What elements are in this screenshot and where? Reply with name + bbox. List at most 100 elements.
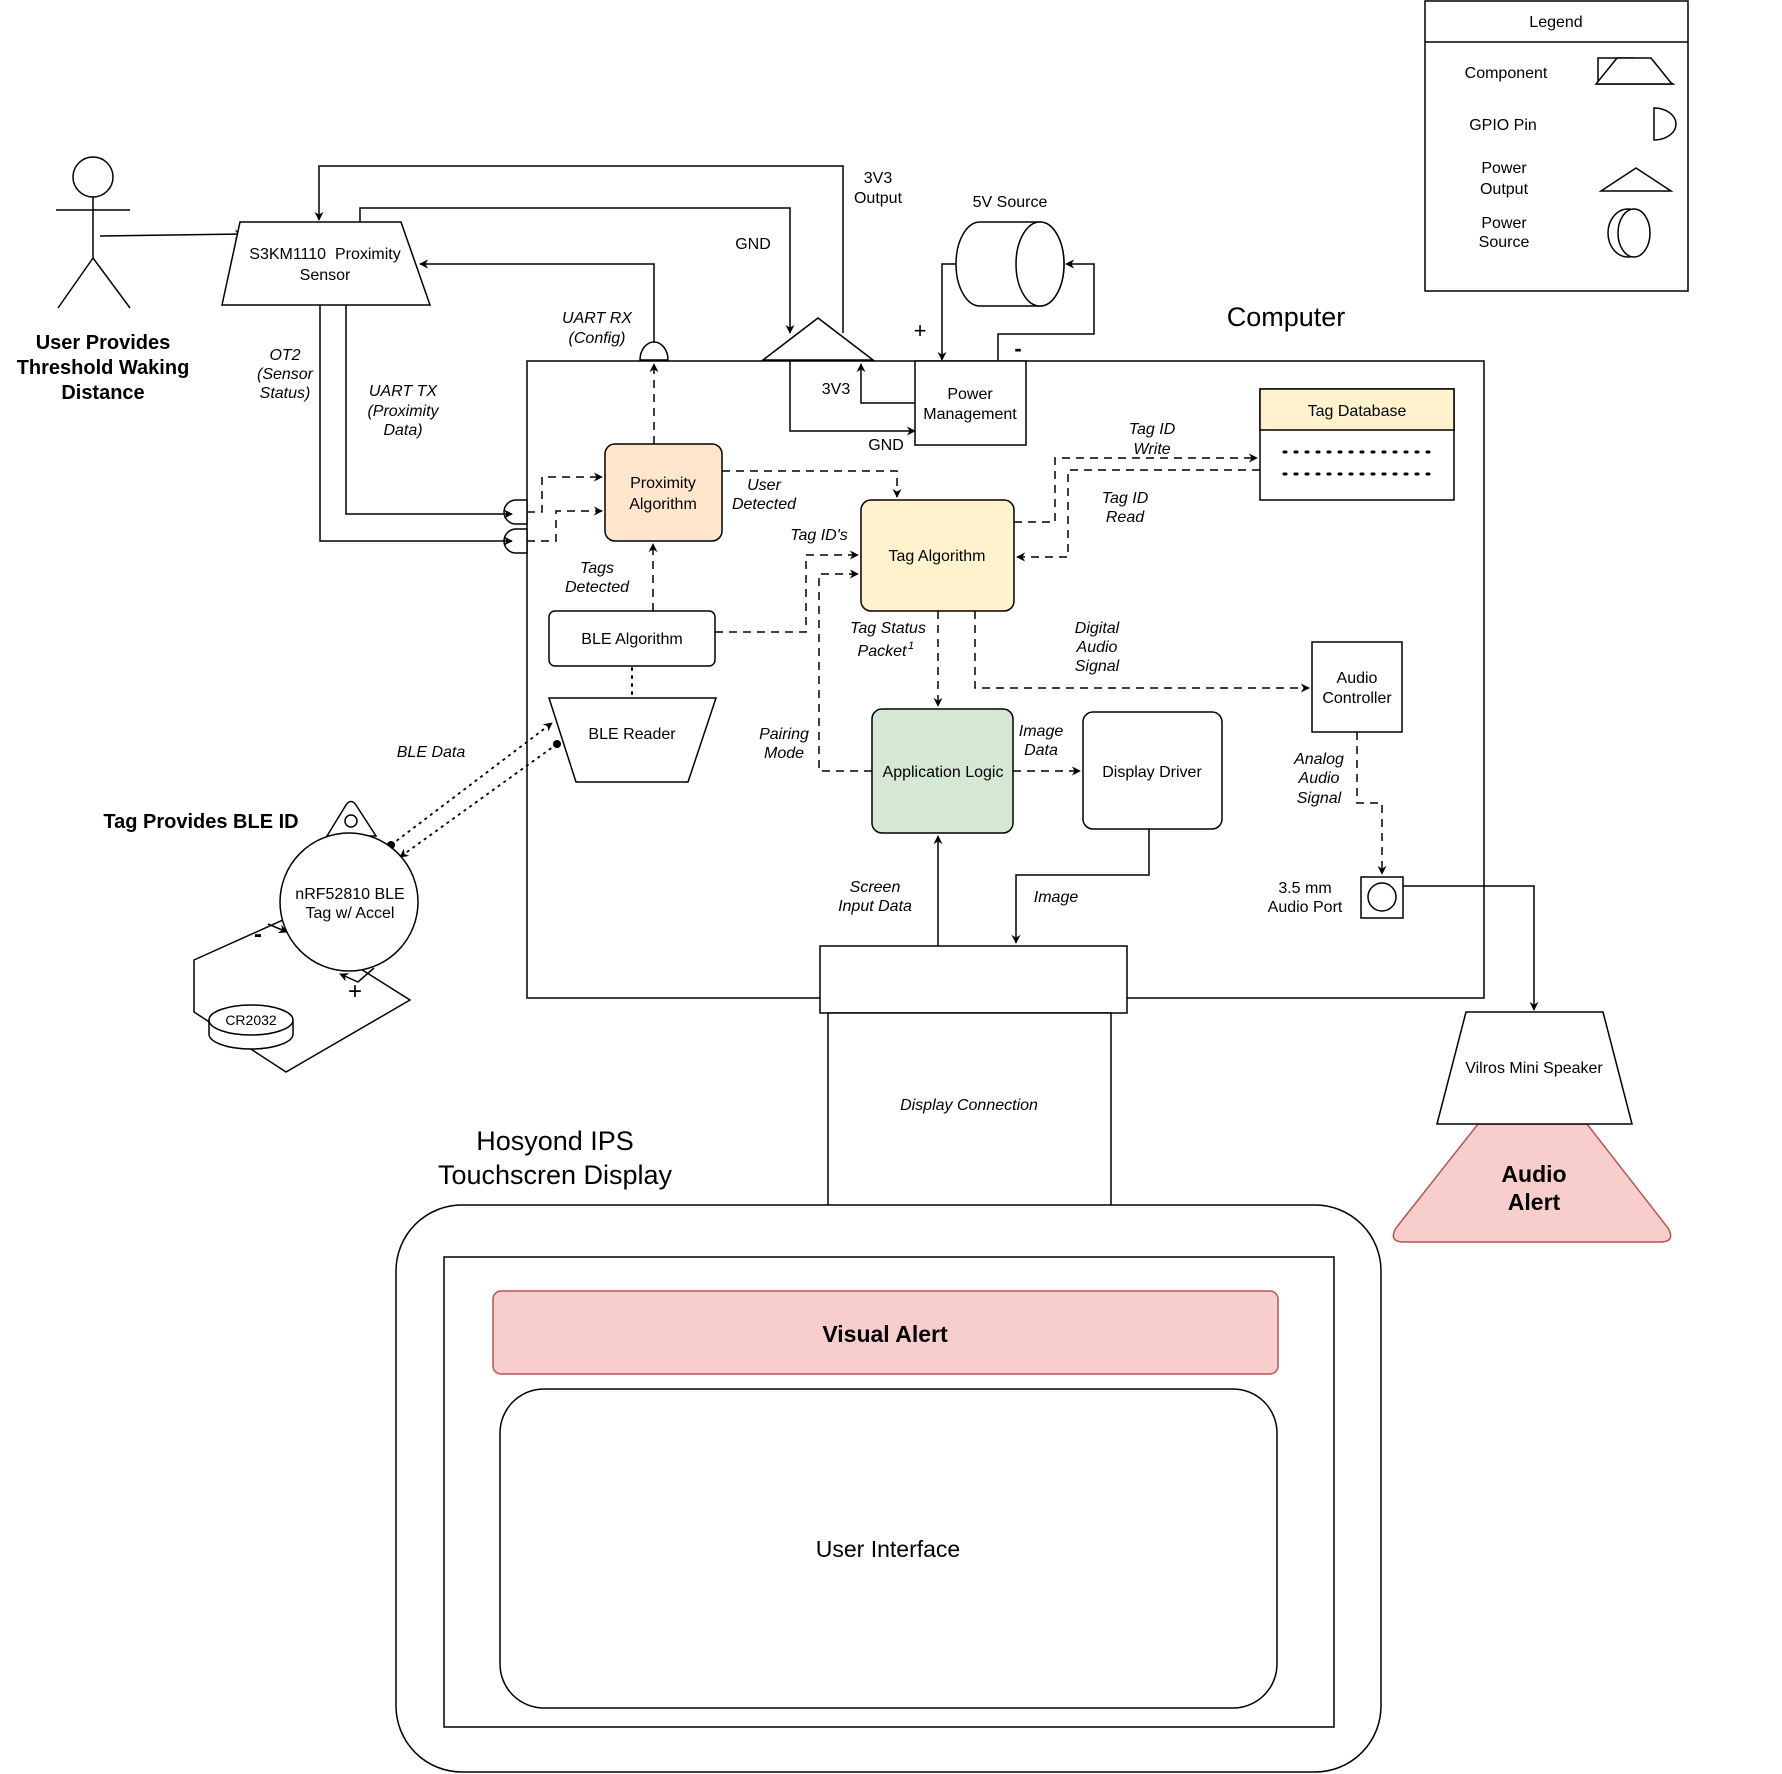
digital-audio-label-2: Audio [1076, 639, 1118, 656]
pairing-mode-flow [818, 569, 872, 772]
tag-status-label-1: Tag Status [850, 620, 926, 637]
audio-port-label-1: 3.5 mm [1278, 880, 1331, 897]
legend-power-output-label-1: Power [1481, 160, 1527, 177]
tag-name-2: Tag w/ Accel [306, 905, 395, 922]
tag-database [1259, 388, 1455, 501]
source-5v-label: 5V Source [973, 194, 1048, 211]
legend-power-source-icon-front [1617, 208, 1651, 258]
user-detected-label-1: User [747, 477, 781, 494]
uart-tx-to-proximity-flow [527, 472, 603, 513]
display-name-2: Touchscren Display [438, 1160, 673, 1190]
tag-keyring-hole [344, 814, 358, 828]
audio-port-label-2: Audio Port [1268, 899, 1343, 916]
visual-alert-banner[interactable] [492, 1290, 1279, 1375]
application-logic-label: Application Logic [883, 764, 1004, 781]
user-detected-label-2: Detected [732, 496, 797, 513]
tag-database-title: Tag Database [1308, 403, 1407, 420]
sensor-name-2: Sensor [300, 267, 351, 284]
legend-component-label: Component [1465, 65, 1548, 82]
pairing-mode-label-1: Pairing [759, 726, 809, 743]
analog-audio-label-3: Signal [1297, 790, 1342, 807]
tags-detected-label-2: Detected [565, 579, 630, 596]
ble-data-link-out [386, 722, 553, 850]
audio-controller-label-2: Controller [1322, 690, 1392, 707]
tag-status-label-2: Packet [858, 643, 907, 660]
tag-database-header [1259, 388, 1455, 431]
inner-3v3-wire [856, 363, 915, 404]
legend-power-output-icon [1598, 167, 1674, 192]
digital-audio-label-1: Digital [1075, 620, 1120, 637]
display-connector-plug [819, 945, 1128, 1014]
uart-tx-label-3: Data) [383, 422, 422, 439]
analog-audio-label-2: Audio [1298, 770, 1340, 787]
pairing-mode-label-2: Mode [764, 745, 804, 762]
ble-reader-component [547, 697, 718, 783]
plus-top-label: + [914, 318, 927, 343]
ot2-label-2: (Sensor [257, 366, 314, 383]
tag-id-write-label-2: Write [1133, 441, 1170, 458]
proximity-algorithm-label-1: Proximity [630, 475, 696, 492]
display-driver-block [1082, 711, 1223, 830]
ble-reader-label: BLE Reader [588, 726, 676, 743]
legend-component-trapezoid [1594, 57, 1674, 85]
inner-gnd-label: GND [868, 437, 904, 454]
screen-input-label-1: Screen [850, 879, 901, 896]
legend-title: Legend [1529, 14, 1582, 31]
audio-alert-label-2: Alert [1508, 1189, 1561, 1215]
image-label: Image [1034, 889, 1079, 906]
tag-plus-label: + [348, 978, 362, 1005]
user-to-sensor-arrow [99, 229, 244, 239]
user-interface-label: User Interface [816, 1536, 960, 1562]
speaker-component [1436, 1011, 1633, 1125]
gnd-wire-top [359, 207, 795, 334]
audio-port-jack [1367, 882, 1397, 912]
image-data-label-1: Image [1019, 723, 1064, 740]
ble-data-label: BLE Data [397, 744, 466, 761]
ble-data-link-in [399, 739, 562, 858]
display-connection-cable [827, 1012, 1112, 1209]
tag-algorithm-label: Tag Algorithm [889, 548, 986, 565]
image-data-label-2: Data [1024, 742, 1058, 759]
gnd-top-label: GND [735, 236, 771, 253]
tag-ids-label: Tag ID's [790, 527, 848, 544]
visual-alert-label: Visual Alert [822, 1321, 948, 1347]
speaker-label: Vilros Mini Speaker [1465, 1060, 1603, 1077]
digital-audio-flow [974, 611, 1310, 693]
v3-output-label-1: 3V3 [864, 170, 893, 187]
uart-rx-label-1: UART RX [562, 310, 633, 327]
tag-minus-label: - [254, 921, 262, 948]
battery-icon [208, 1004, 294, 1050]
uart-rx-wire [419, 259, 655, 342]
legend-power-source-label-1: Power [1481, 215, 1527, 232]
display-name-1: Hosyond IPS [476, 1126, 634, 1156]
tag-id-read-label-1: Tag ID [1102, 490, 1149, 507]
user-label-1: User Provides [36, 332, 171, 354]
audio-controller-label-1: Audio [1337, 670, 1378, 687]
power-management-block [914, 360, 1027, 446]
proximity-algorithm-label-2: Algorithm [629, 496, 697, 513]
uart-tx-label-1: UART TX [369, 383, 438, 400]
audio-alert-shape [1392, 1123, 1672, 1243]
audio-port-to-speaker-wire [1403, 885, 1539, 1011]
user-interface-panel[interactable] [499, 1388, 1278, 1709]
tag-id-write-label-1: Tag ID [1129, 421, 1176, 438]
uart-tx-label-2: (Proximity [367, 403, 439, 420]
proximity-sensor [221, 221, 432, 306]
ot2-label-1: OT2 [269, 347, 300, 364]
power-output-triangle [760, 317, 876, 361]
tags-detected-label-1: Tags [580, 560, 614, 577]
power-management-label-1: Power [947, 386, 993, 403]
tag-id-read-label-2: Read [1106, 509, 1145, 526]
audio-controller-block [1311, 641, 1403, 733]
image-to-display-flow [1011, 829, 1150, 944]
power-minus-wire [997, 259, 1095, 360]
uart-rx-label-2: (Config) [569, 330, 626, 347]
legend-power-source-label-2: Source [1479, 234, 1530, 251]
ot2-wire [319, 305, 513, 546]
tag-to-db-write-flow [1014, 453, 1258, 523]
minus-top-label: - [1014, 336, 1021, 361]
digital-audio-label-3: Signal [1075, 658, 1120, 675]
legend: Legend Component GPIO Pin Power Output P… [1424, 0, 1689, 292]
v3-output-label-2: Output [854, 190, 903, 207]
